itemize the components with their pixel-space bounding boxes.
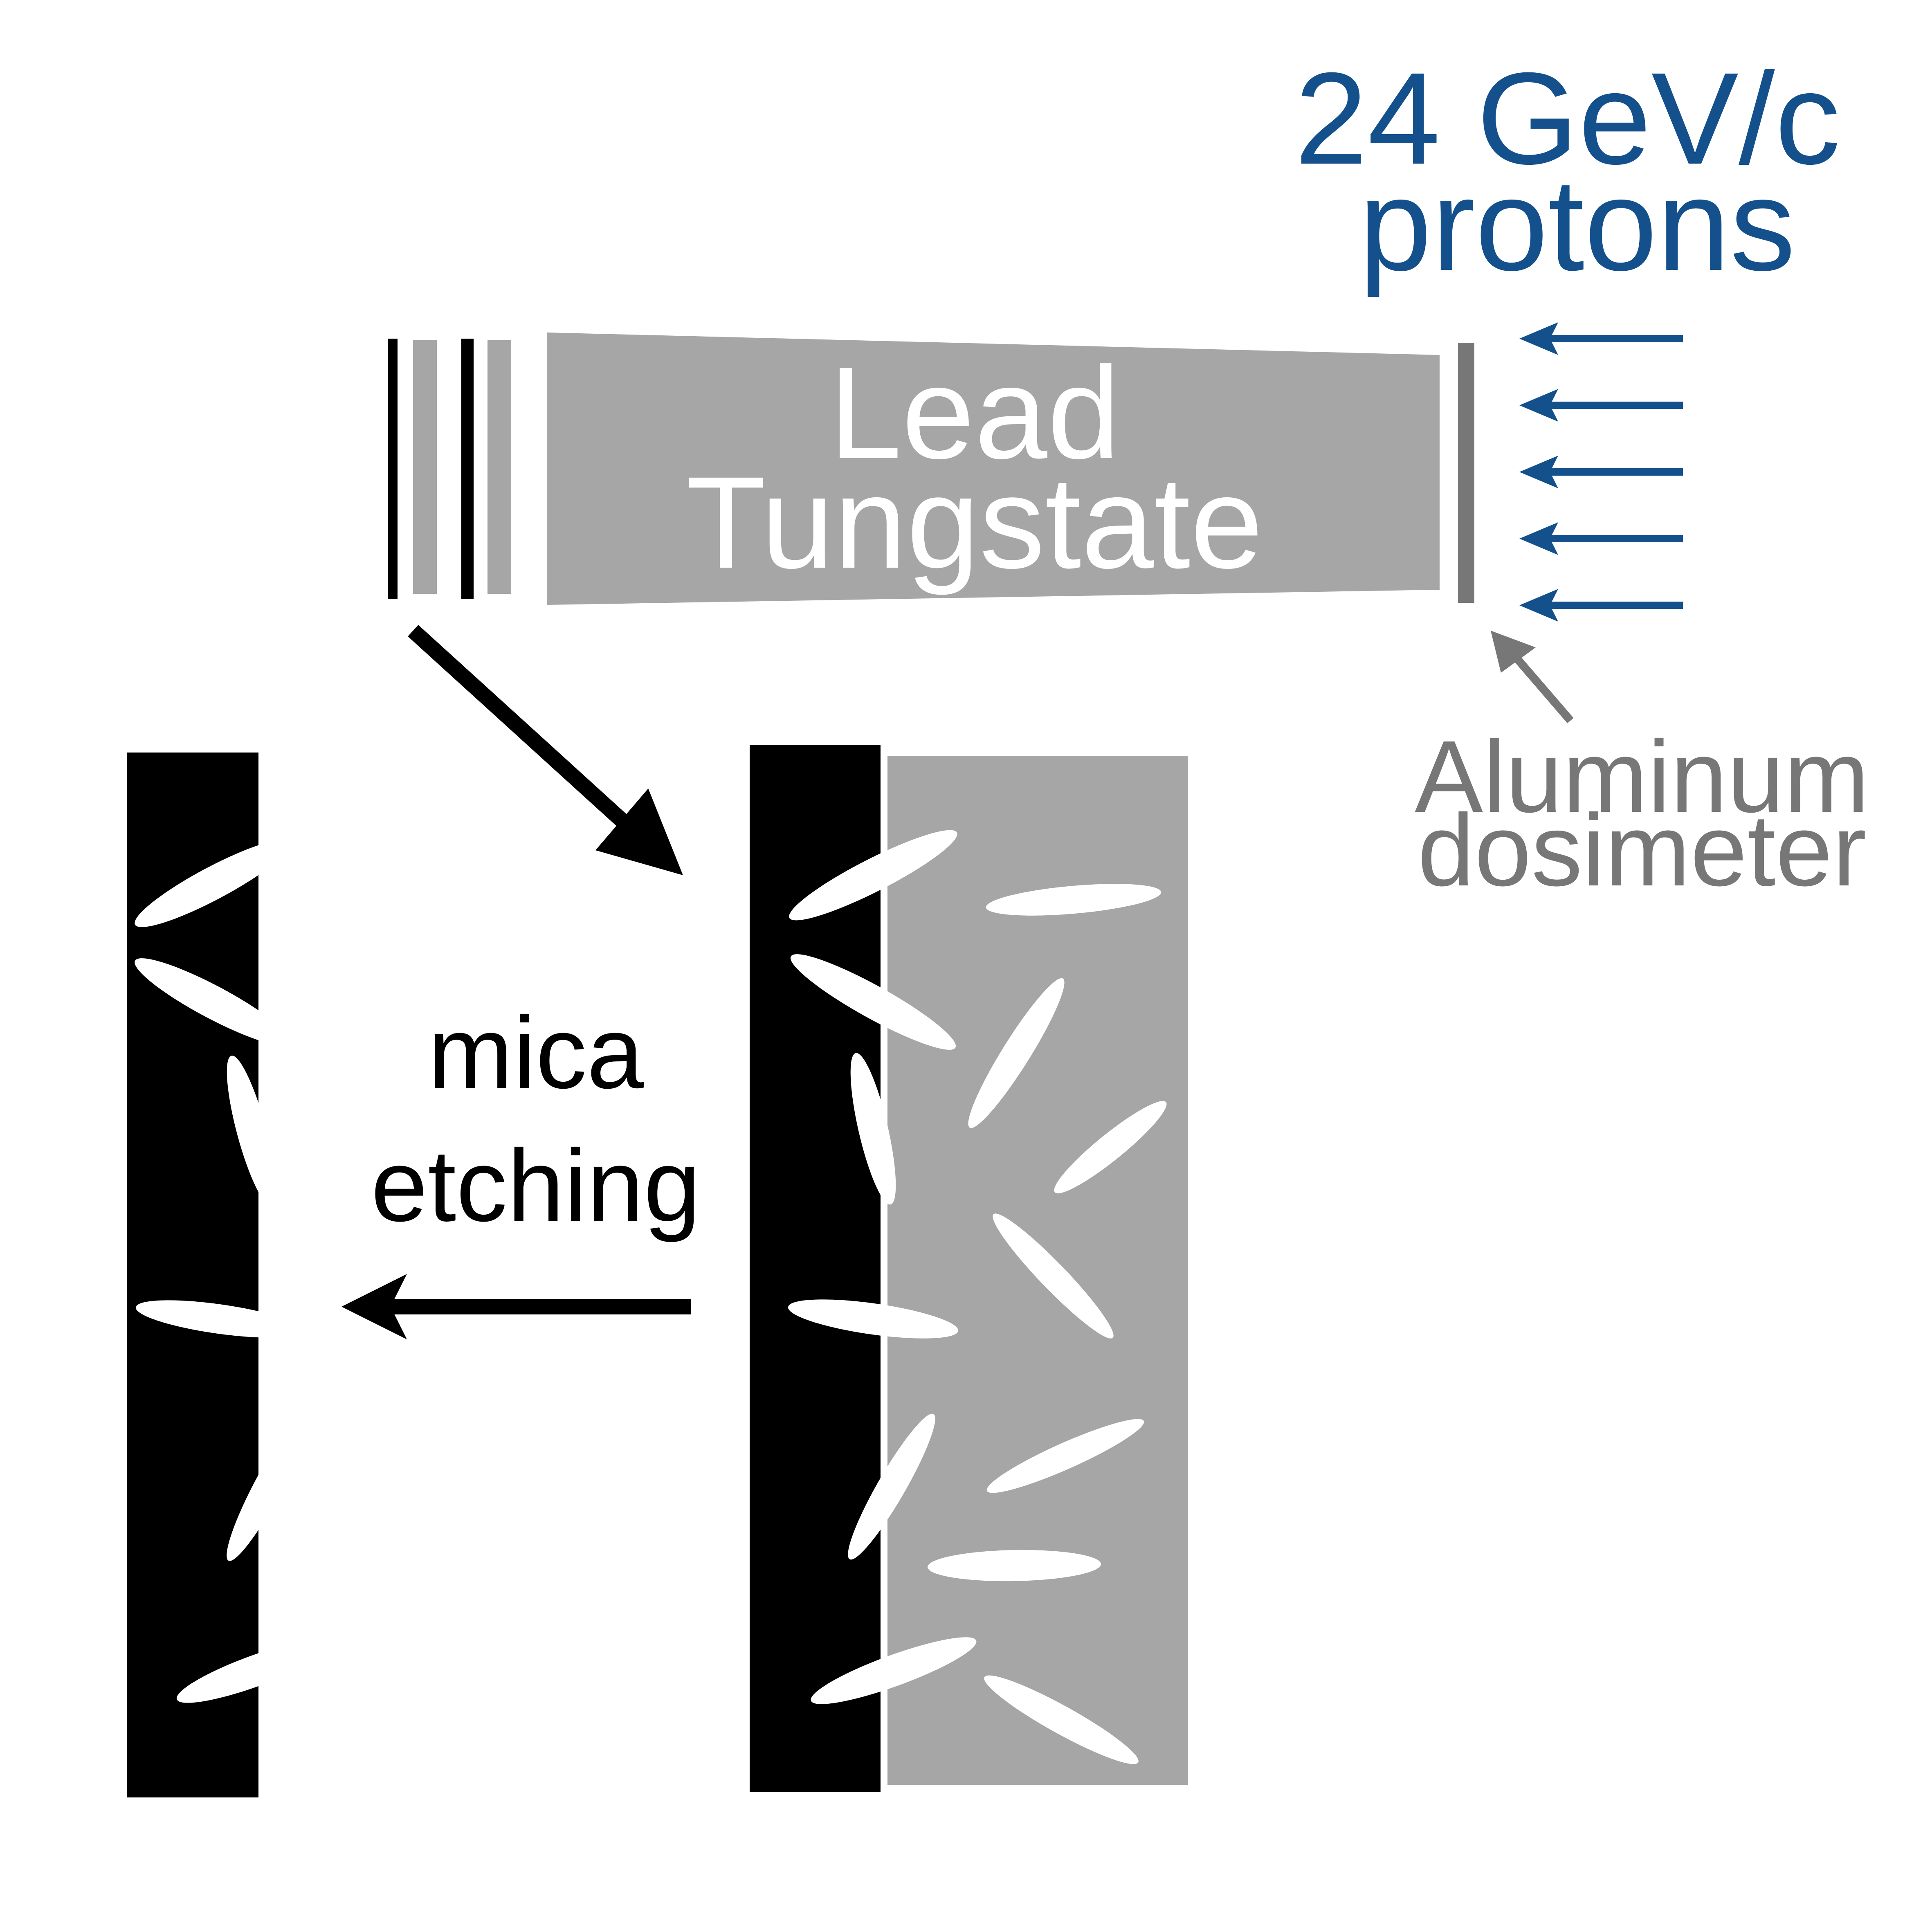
filter-sheet <box>413 340 437 594</box>
crystal-label: Lead Tungstate <box>686 339 1263 596</box>
dosimeter-pointer-icon <box>1491 631 1574 723</box>
fission-track <box>790 954 956 1050</box>
etched-mica <box>127 736 335 1816</box>
fission-track <box>1054 1101 1167 1193</box>
etched-track <box>135 840 291 927</box>
beam-arrow-icon <box>1519 389 1683 422</box>
mica-sheet-irradiated <box>750 745 881 1792</box>
etching-arrow-icon <box>341 1274 691 1339</box>
lead-tungstate-crystal <box>547 332 1440 605</box>
mica-stack <box>388 339 511 599</box>
beam-arrow-icon <box>1519 322 1683 355</box>
fission-track <box>984 1675 1139 1764</box>
beam-label-particle: protons <box>1359 151 1795 299</box>
fission-track <box>788 1299 959 1339</box>
beam-label-energy: 24 GeV/c <box>1295 45 1840 191</box>
beam-arrow-icon <box>1519 522 1683 555</box>
dosimeter-label-line2: dosimeter <box>1418 793 1867 907</box>
fission-track <box>986 884 1161 916</box>
fission-tracks <box>788 830 1167 1764</box>
etched-track <box>135 958 291 1046</box>
fission-track <box>986 1419 1144 1493</box>
filter-sheet <box>487 340 511 594</box>
fission-track <box>811 1637 977 1704</box>
process-label: mica etching <box>371 995 701 1242</box>
irradiated-sample <box>750 745 1188 1792</box>
mica-sheet-etched <box>127 753 258 1797</box>
beam-arrow-icon <box>1519 456 1683 488</box>
process-label-line2: etching <box>371 1128 701 1242</box>
mica-sheet <box>388 339 398 599</box>
zoom-arrow-icon <box>408 625 683 875</box>
fission-track <box>789 830 957 921</box>
fission-track <box>968 978 1065 1128</box>
fission-track <box>850 1053 896 1205</box>
process-label-line1: mica <box>428 995 644 1110</box>
fission-track <box>993 1213 1114 1339</box>
dosimeter-label: Aluminum dosimeter <box>1415 719 1869 907</box>
etched-mica-edge-mask <box>258 736 332 1816</box>
beam-arrows <box>1519 322 1683 622</box>
fission-track <box>848 1413 935 1560</box>
dosimeter-label-line1: Aluminum <box>1415 719 1869 833</box>
crystal-label-line1: Lead <box>829 339 1120 486</box>
aluminum-dosimeter <box>1458 343 1474 603</box>
beam-label: 24 GeV/c protons <box>1295 45 1840 299</box>
fission-track <box>928 1550 1101 1582</box>
beam-arrow-icon <box>1519 589 1683 622</box>
crystal-label-line2: Tungstate <box>686 449 1263 596</box>
mica-sheet <box>461 339 474 599</box>
